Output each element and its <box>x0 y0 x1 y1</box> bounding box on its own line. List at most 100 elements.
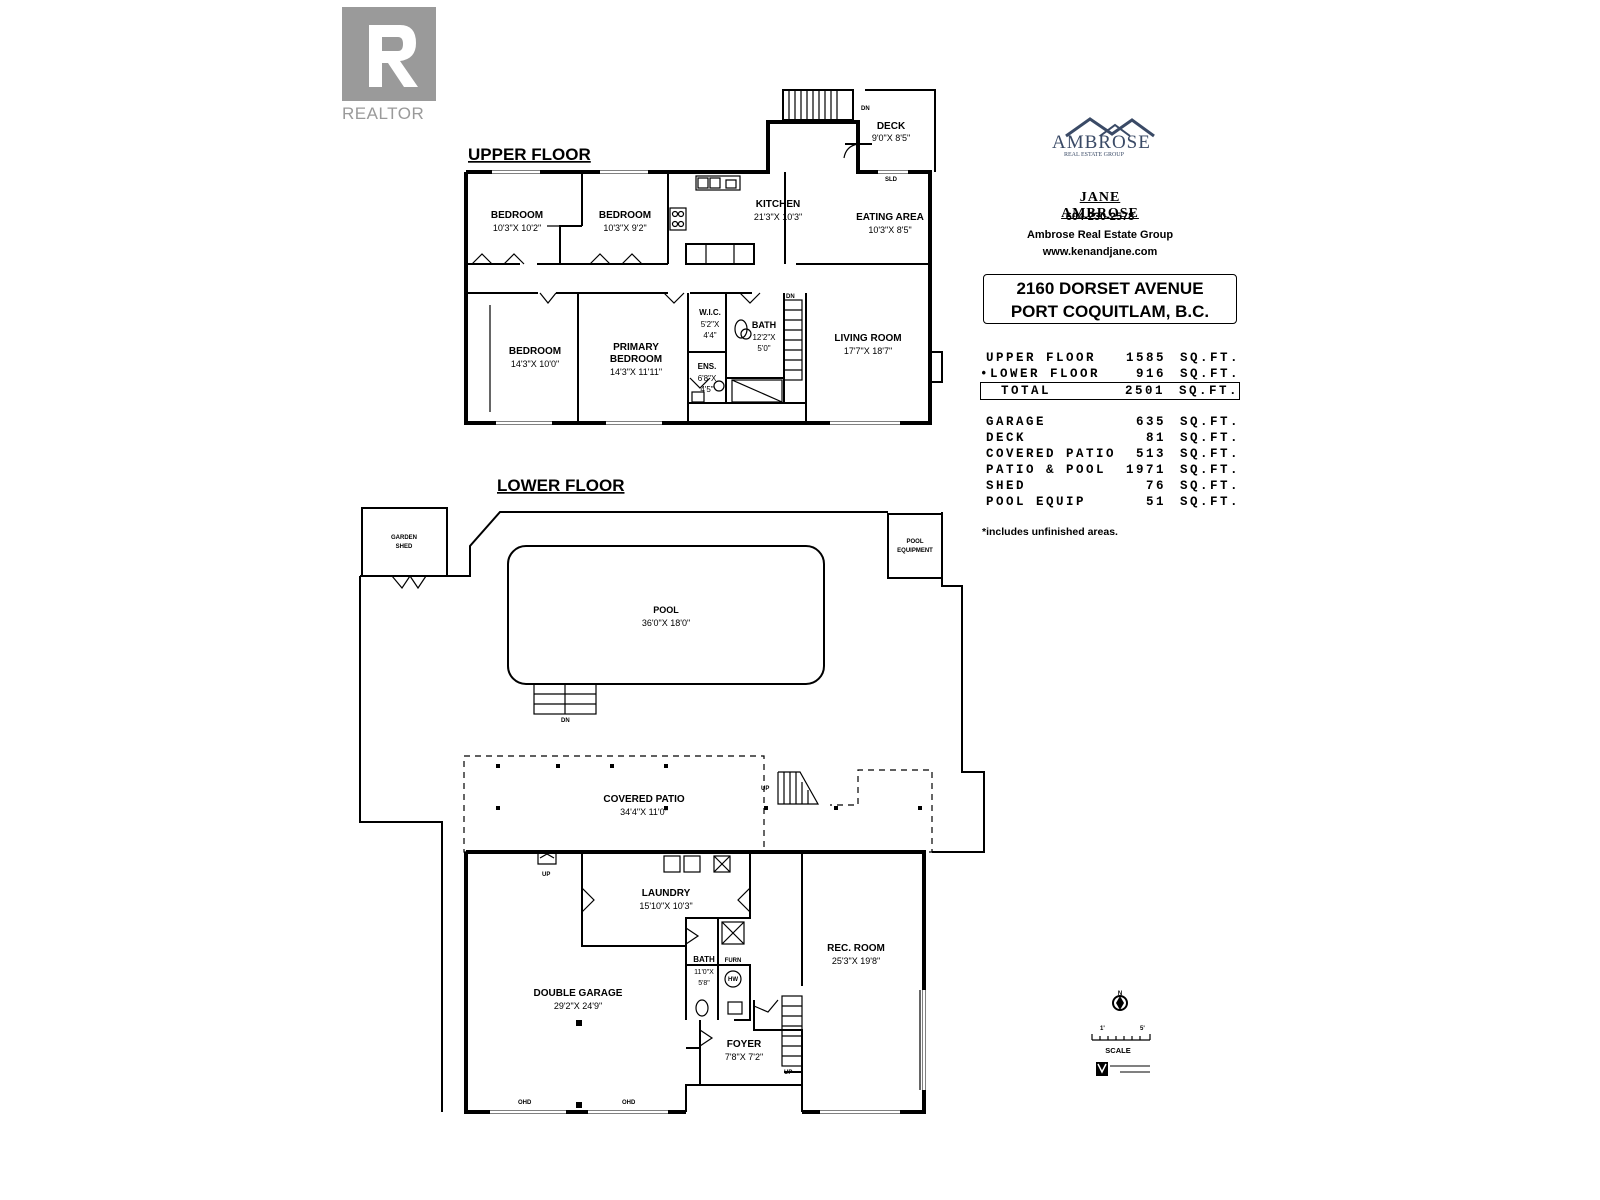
room-bedroom-2-dim: 10'3"X 9'2" <box>603 223 646 233</box>
room-primary-dim: 14'3"X 11'11" <box>610 367 662 377</box>
area-row-total: TOTAL 2501 SQ.FT. <box>980 382 1240 400</box>
area-value: 635 <box>1135 415 1166 429</box>
scale-bar: 1' 5' SCALE <box>1091 1026 1151 1055</box>
room-eating-area-dim: 10'3"X 8'5" <box>868 225 911 235</box>
room-rec-name: REC. ROOM <box>827 943 885 954</box>
realtor-wordmark: REALTOR <box>342 104 425 123</box>
room-garage-dim: 29'2"X 24'9" <box>554 1001 602 1011</box>
area-label: COVERED PATIO <box>986 447 1117 461</box>
area-row-pool-equip: POOL EQUIP 51 SQ.FT. <box>980 494 1240 510</box>
area-label: DECK <box>986 431 1027 445</box>
lower-bath-fixtures <box>695 921 745 1017</box>
room-rec-dim: 25'3"X 19'8" <box>832 956 880 966</box>
covered-patio: UP COVERED PATIO 34'4"X 11'0" <box>463 755 933 853</box>
deck-stair-dn: DN <box>861 106 870 112</box>
scale-left-label: 1' <box>1100 1026 1105 1032</box>
site-boundary-right <box>932 512 985 853</box>
pool-steps <box>533 683 597 715</box>
area-row-upper: UPPER FLOOR 1585 SQ.FT. <box>980 350 1240 366</box>
room-wic-dim-2: 4'4" <box>703 331 716 340</box>
site-boundary-top <box>448 511 888 577</box>
kitchen-fixtures <box>669 175 755 265</box>
scale-label: SCALE <box>1105 1046 1130 1055</box>
area-unit: SQ.FT. <box>1179 479 1240 493</box>
area-value: 51 <box>1145 495 1166 509</box>
room-garage-name: DOUBLE GARAGE <box>534 988 623 999</box>
area-label: GARAGE <box>986 415 1047 429</box>
garage-overhead-doors: OHD OHD <box>490 1020 668 1114</box>
patio-stair <box>777 771 820 805</box>
site-boundary-left <box>359 576 443 1112</box>
area-row-lower: •LOWER FLOOR 916 SQ.FT. <box>980 366 1240 382</box>
room-bath-dim-2: 5'0" <box>757 344 770 353</box>
garage-step-up: UP <box>542 872 550 878</box>
room-primary-name-2: BEDROOM <box>610 354 662 365</box>
area-row-deck: DECK 81 SQ.FT. <box>980 430 1240 446</box>
pool-equipment-name-2: EQUIPMENT <box>897 548 933 554</box>
house-roofs-icon <box>1065 117 1155 138</box>
address-box: 2160 DORSET AVENUE PORT COQUITLAM, B.C. <box>983 274 1237 324</box>
scale-right-label: 5' <box>1140 1026 1145 1032</box>
area-value: 81 <box>1145 431 1166 445</box>
lower-floor-heading: LOWER FLOOR <box>497 476 624 495</box>
room-primary-name-1: PRIMARY <box>613 342 659 353</box>
area-row-patio-pool: PATIO & POOL 1971 SQ.FT. <box>980 462 1240 478</box>
room-bath-lower-name: BATH <box>693 955 715 964</box>
upper-bath-fixtures <box>691 319 783 403</box>
address-line1: 2160 DORSET AVENUE <box>1016 279 1204 298</box>
laundry-fixtures <box>663 855 731 873</box>
area-value: 916 <box>1135 367 1166 381</box>
room-bath-dim-1: 12'2"X <box>752 333 776 342</box>
upper-deck: DN DECK 9'0"X 8'5" <box>782 89 936 172</box>
agent-company: Ambrose Real Estate Group <box>1026 229 1174 241</box>
covered-patio-dim: 34'4"X 11'0" <box>620 807 668 817</box>
room-foyer-name: FOYER <box>727 1039 762 1050</box>
area-unit: SQ.FT. <box>1179 351 1240 365</box>
room-bath-lower-dim-1: 11'0"X <box>694 969 714 976</box>
upper-windows <box>492 170 908 425</box>
pool-steps-dn: DN <box>561 718 570 724</box>
area-table: UPPER FLOOR 1585 SQ.FT. •LOWER FLOOR 916… <box>980 350 1240 510</box>
pool-dim: 36'0"X 18'0" <box>642 618 690 628</box>
area-row-covered-patio: COVERED PATIO 513 SQ.FT. <box>980 446 1240 462</box>
room-foyer-dim: 7'8"X 7'2" <box>725 1052 763 1062</box>
brand-logo-sub: REAL ESTATE GROUP <box>1064 152 1124 158</box>
area-unit: SQ.FT. <box>1179 447 1240 461</box>
covered-patio-name: COVERED PATIO <box>603 794 685 805</box>
room-kitchen-dim: 21'3"X 10'3" <box>754 212 802 222</box>
upper-interior-stair <box>783 299 803 381</box>
deck-name: DECK <box>877 121 906 132</box>
area-value: 513 <box>1135 447 1166 461</box>
brand-logo-word: AMBROSE <box>1052 132 1151 153</box>
interior-stair-dn: DN <box>786 294 795 300</box>
room-ens-dim-2: 4'5" <box>700 385 713 394</box>
area-unit: SQ.FT. <box>1179 463 1240 477</box>
area-unit: SQ.FT. <box>1179 495 1240 509</box>
furnace-label: FURN <box>725 958 742 964</box>
deck-stair <box>782 89 854 121</box>
area-label: TOTAL <box>1001 384 1052 398</box>
room-bedroom-2-name: BEDROOM <box>599 210 651 221</box>
area-unit: SQ.FT. <box>1179 415 1240 429</box>
ohd-2: OHD <box>622 1100 636 1106</box>
room-laundry-name: LAUNDRY <box>642 888 691 899</box>
room-eating-area-name: EATING AREA <box>856 212 924 223</box>
foyer-stair-up: UP <box>784 1070 792 1076</box>
area-unit: SQ.FT. <box>1179 367 1240 381</box>
room-living-dim: 17'7"X 18'7" <box>844 346 892 356</box>
agent-name: JANE AMBROSE <box>1061 190 1139 221</box>
agent-website: www.kenandjane.com <box>1042 246 1158 258</box>
foyer-stair <box>781 995 803 1067</box>
room-bedroom-3-dim: 14'3"X 10'0" <box>511 359 559 369</box>
deck-dim: 9'0"X 8'5" <box>872 133 910 143</box>
room-ens-name: ENS. <box>698 362 717 371</box>
realtor-logo <box>342 7 436 101</box>
agent-phone: 604-230-2578 <box>1065 211 1135 223</box>
room-bedroom-1-name: BEDROOM <box>491 210 543 221</box>
lower-floor-walls <box>464 850 926 1114</box>
area-label: SHED <box>986 479 1027 493</box>
garden-shed-name-2: SHED <box>396 544 413 550</box>
pool-name: POOL <box>653 605 679 615</box>
area-note: *includes unfinished areas. <box>982 526 1118 538</box>
